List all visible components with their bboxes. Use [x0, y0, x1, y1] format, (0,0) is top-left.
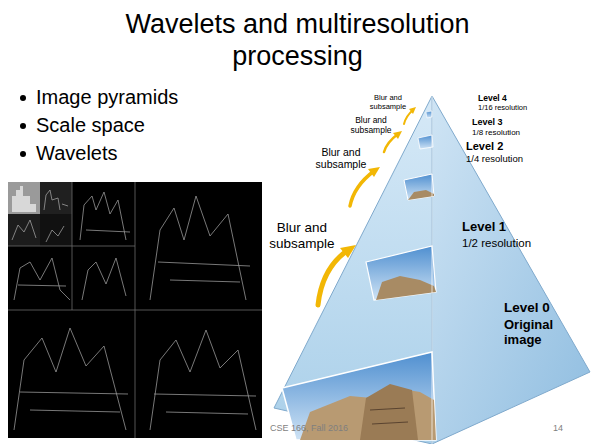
footer-text: CSE 166, Fall 2016	[270, 423, 348, 433]
slide-title: Wavelets and multiresolution processing	[90, 8, 505, 73]
level-name: Level 0	[504, 300, 550, 316]
bullet-item: Scale space	[36, 114, 145, 137]
level-resolution: 1/4 resolution	[466, 154, 523, 165]
bullet-item: Wavelets	[36, 142, 118, 165]
process-label: Blur and subsample	[366, 94, 410, 111]
blur-arrowheads	[340, 107, 416, 258]
level-resolution: 1/16 resolution	[478, 104, 527, 113]
level-name: Level 2	[466, 140, 503, 153]
bullet-item: Image pyramids	[36, 86, 178, 109]
image-pyramid	[274, 96, 590, 444]
blur-arrows	[318, 110, 413, 305]
level-name: Level 1	[462, 220, 506, 235]
page-number: 14	[553, 423, 563, 433]
bullet-dot	[20, 95, 26, 101]
wavelet-image	[8, 182, 262, 438]
level-description: Original image	[504, 318, 570, 348]
level-resolution: 1/2 resolution	[462, 237, 531, 250]
process-label: Blur and subsample	[346, 116, 396, 136]
bullet-dot	[20, 123, 26, 129]
process-label: Blur and subsample	[262, 220, 342, 251]
process-label: Blur and subsample	[310, 146, 372, 170]
level-name: Level 4	[478, 94, 507, 104]
bullet-dot	[20, 151, 26, 157]
level-name: Level 3	[472, 117, 503, 127]
level-resolution: 1/8 resolution	[472, 128, 520, 137]
